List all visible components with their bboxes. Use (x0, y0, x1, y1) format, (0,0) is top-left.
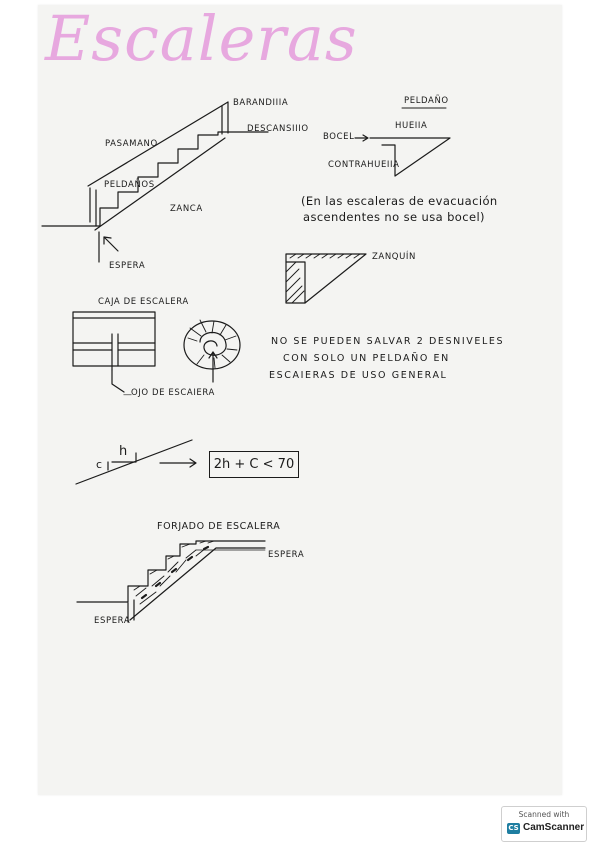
label-espera: ESPERA (109, 261, 146, 271)
label-c: c (96, 458, 103, 471)
label-descansillo: DESCANSIIIO (247, 124, 309, 134)
caja-title: CAJA DE ESCALERA (98, 297, 189, 307)
page-title: Escaleras (45, 2, 358, 75)
note-desniveles-line3: ESCAIERAS DE USO GENERAL (269, 370, 448, 381)
label-barandilla: BARANDIIIA (233, 98, 289, 108)
note-desniveles-line2: CON SOLO UN PELDAÑO EN (283, 353, 450, 364)
note-desniveles-line1: NO SE PUEDEN SALVAR 2 DESNIVELES (271, 336, 505, 347)
note-evacuacion-line1: (En las escaleras de evacuación (301, 194, 498, 208)
zanquin-drawing (285, 253, 367, 304)
scanned-with-text: Scanned with (518, 810, 570, 819)
forjado-drawing (76, 540, 266, 623)
label-espera-bottom: ESPERA (94, 616, 131, 626)
label-zanquin: ZANQUÍN (372, 252, 416, 262)
label-h: h (119, 444, 128, 459)
stair-elevation-drawing (41, 101, 269, 263)
forjado-title: FORJADO DE ESCALERA (157, 521, 281, 532)
camscanner-name: CamScanner (523, 822, 585, 833)
step-formula-drawing (75, 439, 197, 485)
label-bocel: BOCEL (323, 132, 355, 142)
formula-box: 2h + C < 70 (209, 451, 299, 478)
label-contrahuella: CONTRAHUEIIA (328, 160, 400, 170)
notebook-page (38, 5, 562, 795)
label-peldanos: PELDAÑOS (104, 180, 155, 190)
caja-escalera-drawing (72, 311, 241, 393)
label-pasamano: PASAMANO (105, 139, 158, 149)
camscanner-watermark: Scanned with CS CamScanner (501, 806, 587, 842)
label-zanca: ZANCA (170, 204, 203, 214)
label-espera-top: ESPERA (268, 550, 305, 560)
peldano-drawing (354, 107, 451, 177)
label-huella: HUEIIA (395, 121, 428, 131)
arrow-dash: — (123, 390, 133, 400)
note-evacuacion-line2: ascendentes no se usa bocel) (303, 210, 485, 224)
peldano-title: PELDAÑO (404, 96, 449, 106)
camscanner-logo-icon: CS (507, 823, 520, 834)
label-ojo-escalera: OJO DE ESCAIERA (131, 388, 215, 398)
